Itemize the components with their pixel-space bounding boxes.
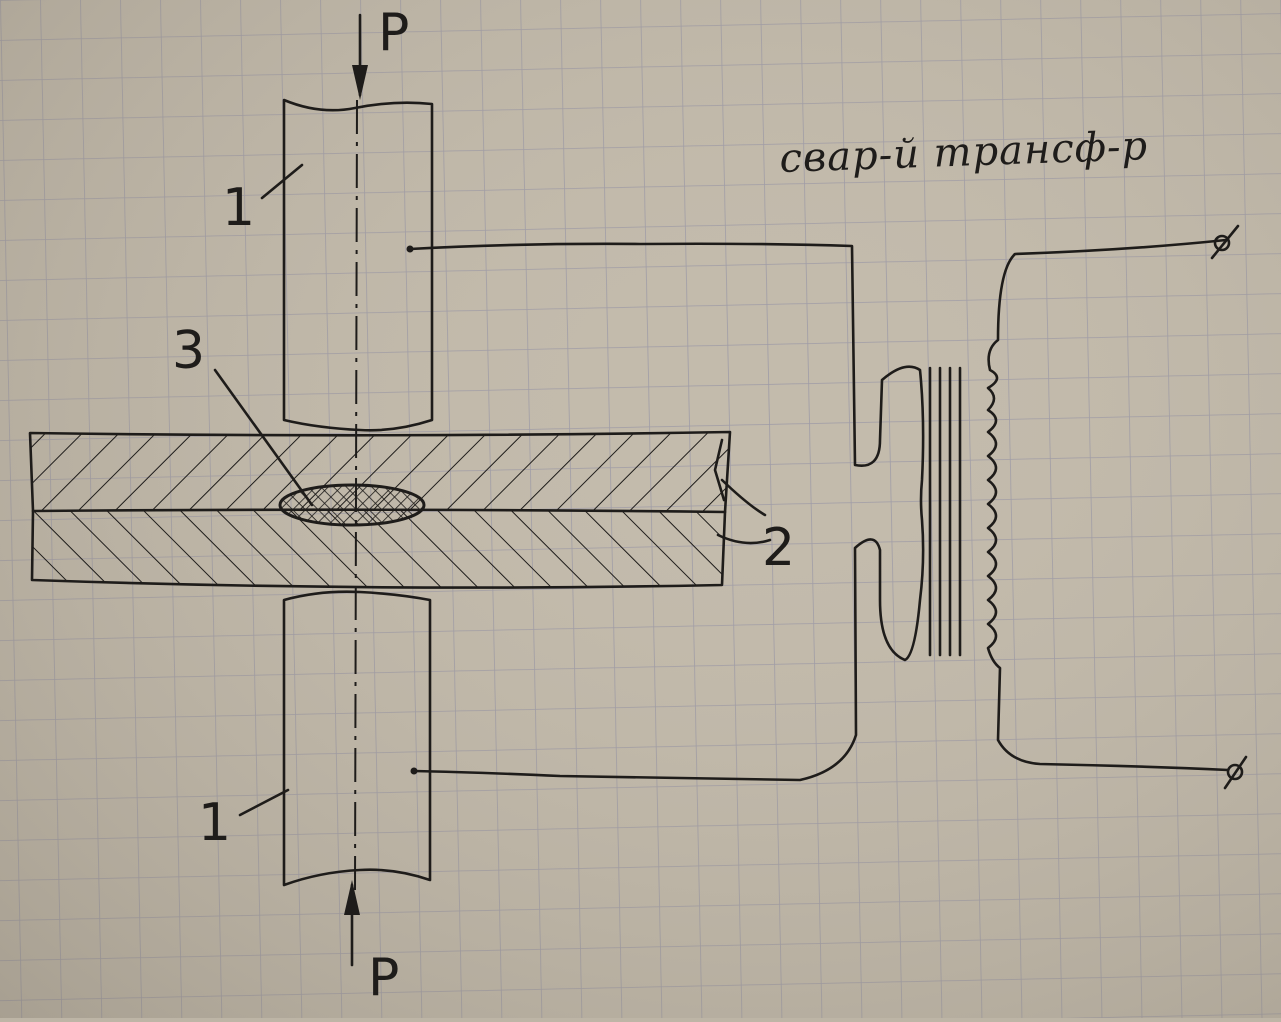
primary-coil bbox=[986, 238, 1230, 772]
leader-line-2 bbox=[716, 478, 772, 545]
weld-nugget bbox=[278, 483, 426, 527]
leader-line-1-bottom bbox=[238, 788, 290, 817]
circuit-wires bbox=[406, 242, 925, 782]
force-label-bottom: P bbox=[368, 948, 399, 1008]
leader-line-3 bbox=[213, 368, 314, 507]
electrode-top bbox=[282, 98, 434, 432]
nugget-label: 3 bbox=[172, 321, 205, 381]
electrode-label-top: 1 bbox=[222, 178, 255, 238]
force-arrow-bottom bbox=[344, 880, 360, 967]
terminal-bottom-icon bbox=[1223, 755, 1248, 790]
plates-label: 2 bbox=[762, 518, 795, 578]
electrode-label-bottom: 1 bbox=[198, 793, 231, 853]
terminal-top-icon bbox=[1210, 224, 1240, 260]
transformer bbox=[928, 224, 1248, 790]
plates bbox=[28, 430, 732, 589]
force-arrow-top bbox=[352, 13, 368, 100]
force-label-top: P bbox=[378, 3, 409, 63]
leader-line-1-top bbox=[260, 163, 304, 200]
electrode-bottom bbox=[282, 590, 432, 887]
